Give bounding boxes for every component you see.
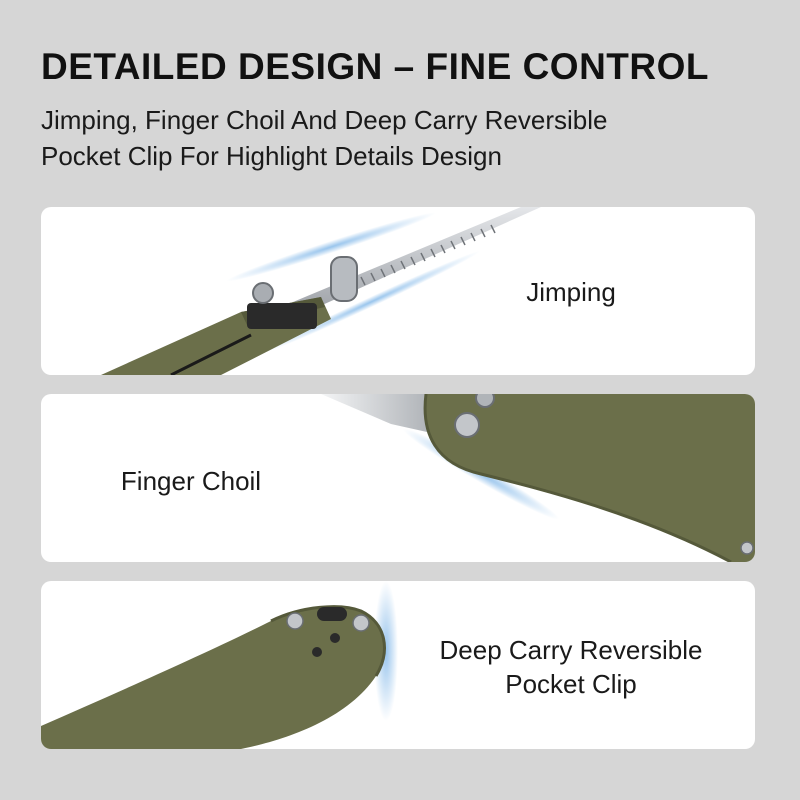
page-title: DETAILED DESIGN – FINE CONTROL: [41, 46, 710, 87]
feature-label-pocket-clip-line-2: Pocket Clip: [505, 669, 637, 699]
jimping-closeup-illustration: [101, 207, 541, 375]
pocket-clip-closeup-illustration: [41, 581, 398, 749]
feature-label-pocket-clip-line-1: Deep Carry Reversible: [439, 635, 703, 665]
finger-choil-closeup-illustration: [321, 394, 755, 562]
feature-card-finger-choil: Finger Choil: [41, 394, 755, 562]
subtitle-line-2: Pocket Clip For Highlight Details Design: [41, 141, 502, 171]
feature-label-pocket-clip: Deep Carry Reversible Pocket Clip: [421, 633, 721, 701]
subtitle-line-1: Jimping, Finger Choil And Deep Carry Rev…: [41, 105, 608, 135]
page-subtitle: Jimping, Finger Choil And Deep Carry Rev…: [41, 102, 761, 174]
feature-card-pocket-clip: Deep Carry Reversible Pocket Clip: [41, 581, 755, 749]
feature-label-jimping: Jimping: [526, 277, 616, 307]
feature-card-jimping: Jimping: [41, 207, 755, 375]
feature-label-finger-choil: Finger Choil: [120, 466, 262, 496]
